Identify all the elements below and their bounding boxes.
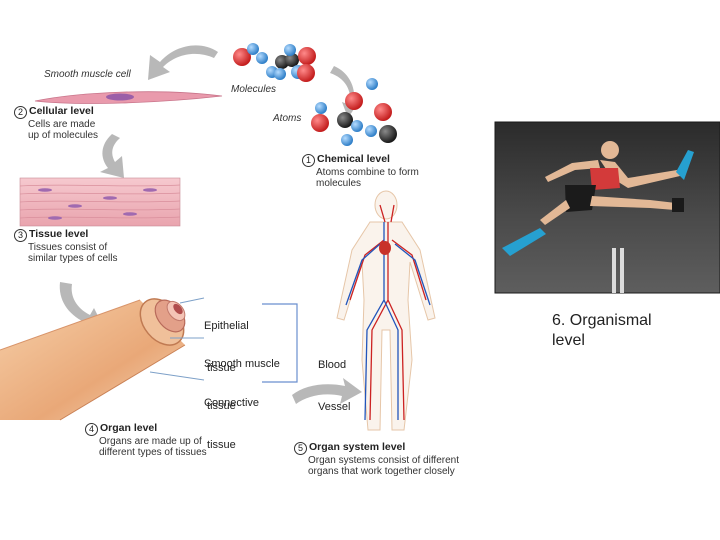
level-description: Organs are made up of different types of… [85,436,275,458]
level-number-badge: 5 [294,442,307,455]
level-description: Cells are made up of molecules [14,119,184,141]
atoms-label: Atoms [273,113,302,124]
organ-system-art [336,190,436,431]
level-number-badge: 3 [14,229,27,242]
level-description: Atoms combine to form molecules [302,167,492,189]
level-description-line: molecules [316,178,362,189]
tissue-bracket [262,303,298,383]
atoms-art [311,78,397,146]
athlete-photo [494,121,720,294]
smooth-muscle-cell-label: Smooth muscle cell [44,69,131,80]
level-number-badge: 1 [302,154,315,167]
level-description-line: Organ systems consist of different [308,455,459,466]
epithelial-tissue-label: Epithelial tissue [204,291,249,389]
label-line: Epithelial [204,320,249,332]
label-line: Smooth muscle [204,358,280,370]
level-title: Chemical level [317,153,390,165]
level-number-badge: 4 [85,423,98,436]
level-description-line: different types of tissues [99,447,207,458]
blood-vessel-label: Blood Vessel [318,330,350,428]
level-description-line: Tissues consist of [28,242,108,253]
label-line: 6. Organismal [552,312,652,329]
label-line: tissue [204,400,236,412]
label-line: tissue [204,439,236,451]
label-line: level [552,332,585,349]
level-description-line: Cells are made [28,119,96,130]
level-description-line: Organs are made up of [99,436,202,447]
label-line: tissue [204,362,236,374]
level-number-badge: 2 [14,106,27,119]
label-line: Vessel [318,401,351,413]
smooth-muscle-tissue-label: Smooth muscle tissue [204,329,280,427]
blood-vessel-art [0,298,186,421]
level-description-line: Atoms combine to form [316,167,419,178]
level-title: Organ system level [309,441,406,453]
label-line: Connective [204,397,260,409]
level-description-line: similar types of cells [28,253,118,264]
label-line: Blood [318,359,347,371]
connective-tissue-label: Connective tissue [204,368,259,466]
level-title: Tissue level [29,228,89,240]
level-description: Tissues consist of similar types of cell… [14,242,184,264]
molecules-art [233,43,316,82]
level-description-line: up of molecules [28,130,99,141]
organismal-level-label: 6. Organismal level [552,311,652,351]
level-description-line: organs that work together closely [308,466,455,477]
level-description: Organ systems consist of different organ… [294,455,524,477]
level-title: Organ level [100,422,158,434]
smooth-muscle-cell-art [34,91,223,104]
molecules-label: Molecules [231,84,277,95]
tissue-art [19,177,181,227]
level-title: Cellular level [29,105,94,117]
tissue-leader-lines [149,297,205,381]
